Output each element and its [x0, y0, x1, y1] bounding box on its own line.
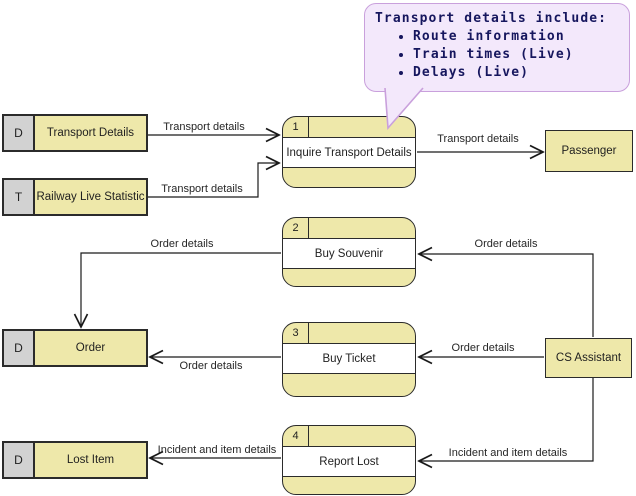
process-header: 3 — [283, 323, 415, 344]
datastore-ref-label: D — [4, 443, 35, 477]
process-name: Report Lost — [283, 447, 415, 477]
datastore-ref-label: D — [4, 116, 35, 150]
flow-label: Transport details — [163, 121, 245, 133]
entity-name: Passenger — [561, 145, 617, 157]
datastore-name: Order — [75, 342, 106, 354]
note-callout[interactable]: Transport details include: Route informa… — [364, 3, 630, 92]
process-buy-ticket[interactable]: 3 Buy Ticket — [282, 322, 416, 397]
note-bullet: Train times (Live) — [413, 46, 625, 64]
flow-arrow-csassistant-to-buysouvenir — [419, 254, 594, 337]
note-bullet-list: Route information Train times (Live) Del… — [375, 28, 625, 82]
process-name: Buy Souvenir — [283, 239, 415, 269]
datastore-ref-label: D — [4, 331, 35, 365]
entity-name: CS Assistant — [555, 352, 622, 364]
flow-label: Order details — [150, 238, 214, 250]
flow-label: Order details — [451, 342, 515, 354]
process-buy-souvenir[interactable]: 2 Buy Souvenir — [282, 217, 416, 287]
flow-arrow-buysouvenir-to-order — [81, 252, 281, 327]
flow-label: Transport details — [161, 183, 243, 195]
process-inquire-transport-details[interactable]: 1 Inquire Transport Details — [282, 116, 416, 188]
flow-label: Order details — [474, 238, 538, 250]
process-number: 4 — [283, 426, 309, 446]
process-number: 3 — [283, 323, 309, 343]
datastore-railway-live-statistic[interactable]: T Railway Live Statistic — [2, 178, 148, 216]
process-name: Inquire Transport Details — [283, 138, 415, 168]
process-footer — [283, 168, 415, 187]
datastore-ref-label: T — [4, 180, 35, 214]
entity-cs-assistant[interactable]: CS Assistant — [545, 338, 632, 378]
flow-label: Incident and item details — [448, 447, 568, 459]
process-header: 1 — [283, 117, 415, 138]
flow-label: Transport details — [437, 133, 519, 145]
datastore-order[interactable]: D Order — [2, 329, 148, 367]
flow-label: Incident and item details — [157, 444, 277, 456]
note-bullet: Delays (Live) — [413, 64, 625, 82]
process-number: 1 — [283, 117, 309, 137]
process-report-lost[interactable]: 4 Report Lost — [282, 425, 416, 495]
process-header: 2 — [283, 218, 415, 239]
datastore-lost-item[interactable]: D Lost Item — [2, 441, 148, 479]
datastore-name: Transport Details — [46, 127, 135, 139]
datastore-name: Railway Live Statistic — [36, 191, 145, 203]
entity-passenger[interactable]: Passenger — [545, 130, 633, 172]
process-footer — [283, 269, 415, 286]
datastore-transport-details[interactable]: D Transport Details — [2, 114, 148, 152]
process-name: Buy Ticket — [283, 344, 415, 374]
process-footer — [283, 477, 415, 494]
note-bullet: Route information — [413, 28, 625, 46]
process-number: 2 — [283, 218, 309, 238]
datastore-name: Lost Item — [66, 454, 115, 466]
flow-label: Order details — [179, 360, 243, 372]
process-footer — [283, 374, 415, 396]
note-title: Transport details include: — [375, 11, 608, 26]
process-header: 4 — [283, 426, 415, 447]
